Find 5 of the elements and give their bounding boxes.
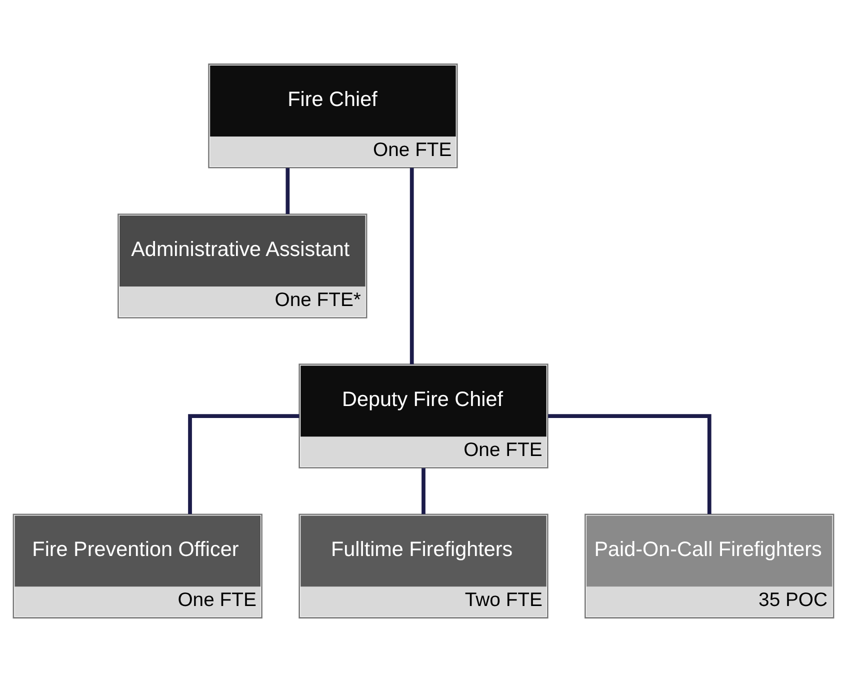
connector xyxy=(188,414,300,514)
connector xyxy=(548,414,712,514)
connector xyxy=(410,167,414,364)
connector xyxy=(286,167,290,214)
connector xyxy=(422,468,426,514)
